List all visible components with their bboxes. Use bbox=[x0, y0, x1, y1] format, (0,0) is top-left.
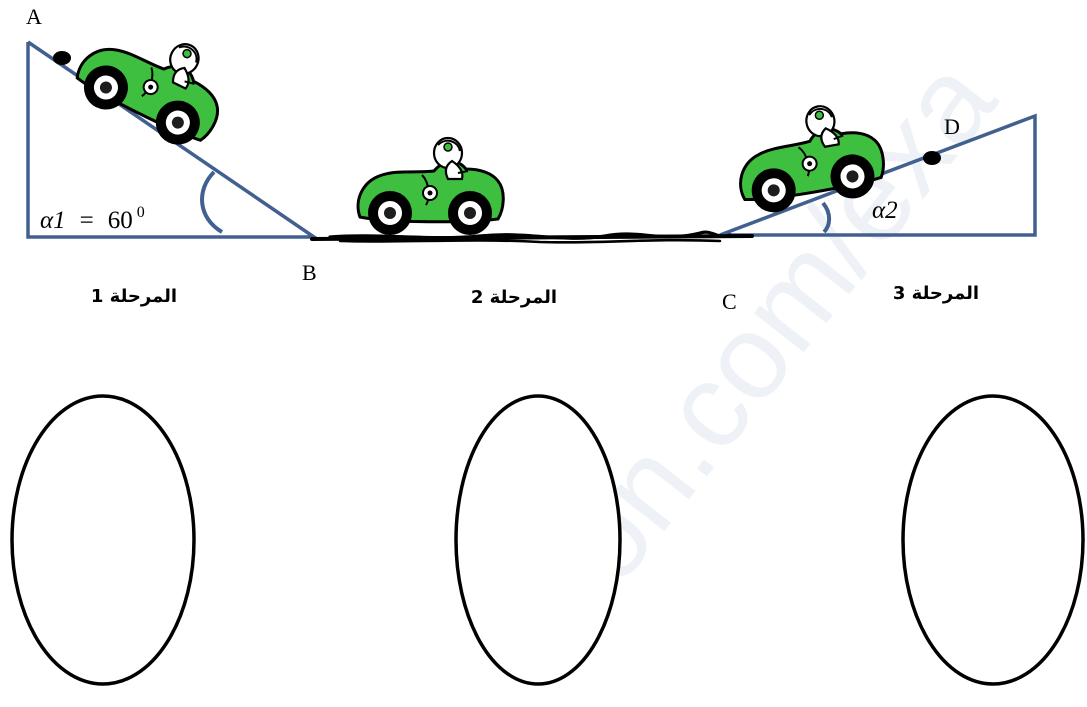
answer-oval-stage3 bbox=[901, 394, 1085, 686]
ball-marker-A bbox=[53, 51, 71, 65]
answer-oval-stage1 bbox=[10, 394, 196, 686]
angle-arc-alpha2 bbox=[821, 201, 832, 234]
stage-label-3: المرحلة 3 bbox=[893, 283, 979, 304]
angle-arc-alpha1 bbox=[200, 170, 224, 234]
answer-oval-stage2 bbox=[454, 394, 622, 686]
stage-label-1: المرحلة 1 bbox=[91, 286, 177, 307]
rough-surface bbox=[310, 230, 754, 244]
point-label-B: B bbox=[302, 260, 317, 285]
angle-label-alpha1: α1 = 60 0 bbox=[40, 204, 145, 234]
angle-label-alpha2: α2 bbox=[872, 197, 898, 224]
race-car-icon-stage2 bbox=[356, 136, 505, 237]
stage-label-2: المرحلة 2 bbox=[471, 287, 557, 308]
race-car-icon-stage1 bbox=[66, 4, 243, 159]
ball-marker-D bbox=[923, 151, 941, 165]
point-label-D: D bbox=[944, 114, 960, 139]
point-label-C: C bbox=[722, 289, 737, 314]
point-label-A: A bbox=[26, 4, 42, 29]
